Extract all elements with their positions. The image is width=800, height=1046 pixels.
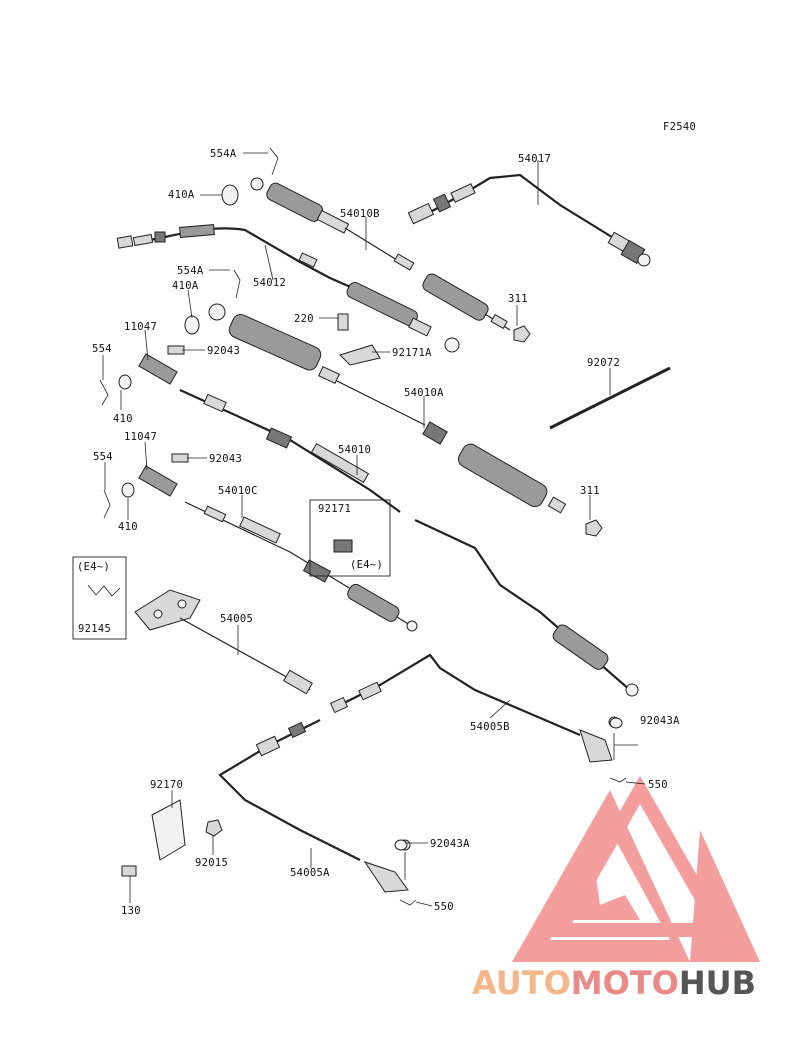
label-92015: 92015 [195,857,228,869]
cable-54010 [179,388,639,697]
label-550-bot: 550 [434,901,454,913]
cable-tie-92072 [549,366,671,430]
label-92145: 92145 [78,623,111,635]
cable-54012 [116,223,460,353]
label-11047-top: 11047 [124,321,157,333]
figure-code: F2540 [663,121,696,133]
label-54005B: 54005B [470,721,510,733]
label-92171A: 92171A [392,347,432,359]
label-554A-mid: 554A [177,265,204,277]
label-311-bot: 311 [580,485,600,497]
label-130: 130 [121,905,141,917]
label-220: 220 [294,313,314,325]
label-54010A: 54010A [404,387,444,399]
label-92043A-top: 92043A [640,715,680,727]
label-92043-top: 92043 [207,345,240,357]
label-550-top: 550 [648,779,668,791]
label-54010: 54010 [338,444,371,456]
label-410-bot: 410 [118,521,138,533]
cable-54005A [218,719,411,893]
label-92043-bot: 92043 [209,453,242,465]
label-54005A: 54005A [290,867,330,879]
svg-text:AUTOMOTOHUB: AUTOMOTOHUB [472,964,756,1002]
label-554A-top: 554A [210,148,237,160]
cable-54010A [208,303,567,514]
automotohub-logo [512,775,760,962]
small-parts [72,147,627,906]
label-92171: 92171 [318,503,351,515]
watermark: AUTOMOTOHUB [472,964,756,1002]
label-92170: 92170 [150,779,183,791]
label-554-bot: 554 [93,451,113,463]
label-410A-top: 410A [168,189,195,201]
cable-54010C [184,501,418,632]
label-410A-mid: 410A [172,280,199,292]
part-labels: F2540 554A 410A 54017 54010B 554A 54012 … [77,121,696,917]
label-11047-bot: 11047 [124,431,157,443]
label-54010C: 54010C [218,485,258,497]
watermark-moto: MOTO [571,964,679,1002]
cable-54005B [329,653,620,763]
watermark-auto: AUTO [472,964,571,1002]
label-54010B: 54010B [340,208,380,220]
label-92043A-bot: 92043A [430,838,470,850]
label-54005: 54005 [220,613,253,625]
cable-54017 [407,173,651,267]
leader-lines [102,152,646,907]
label-410-top: 410 [113,413,133,425]
label-92145-note: (E4~) [77,561,110,573]
label-554-top: 554 [92,343,112,355]
watermark-hub: HUB [679,964,756,1002]
label-92072: 92072 [587,357,620,369]
cable-54010B [250,177,511,331]
label-92171-note: (E4~) [350,559,383,571]
label-54017: 54017 [518,153,551,165]
label-311-top: 311 [508,293,528,305]
label-54012: 54012 [253,277,286,289]
cable-54005 [134,589,313,695]
